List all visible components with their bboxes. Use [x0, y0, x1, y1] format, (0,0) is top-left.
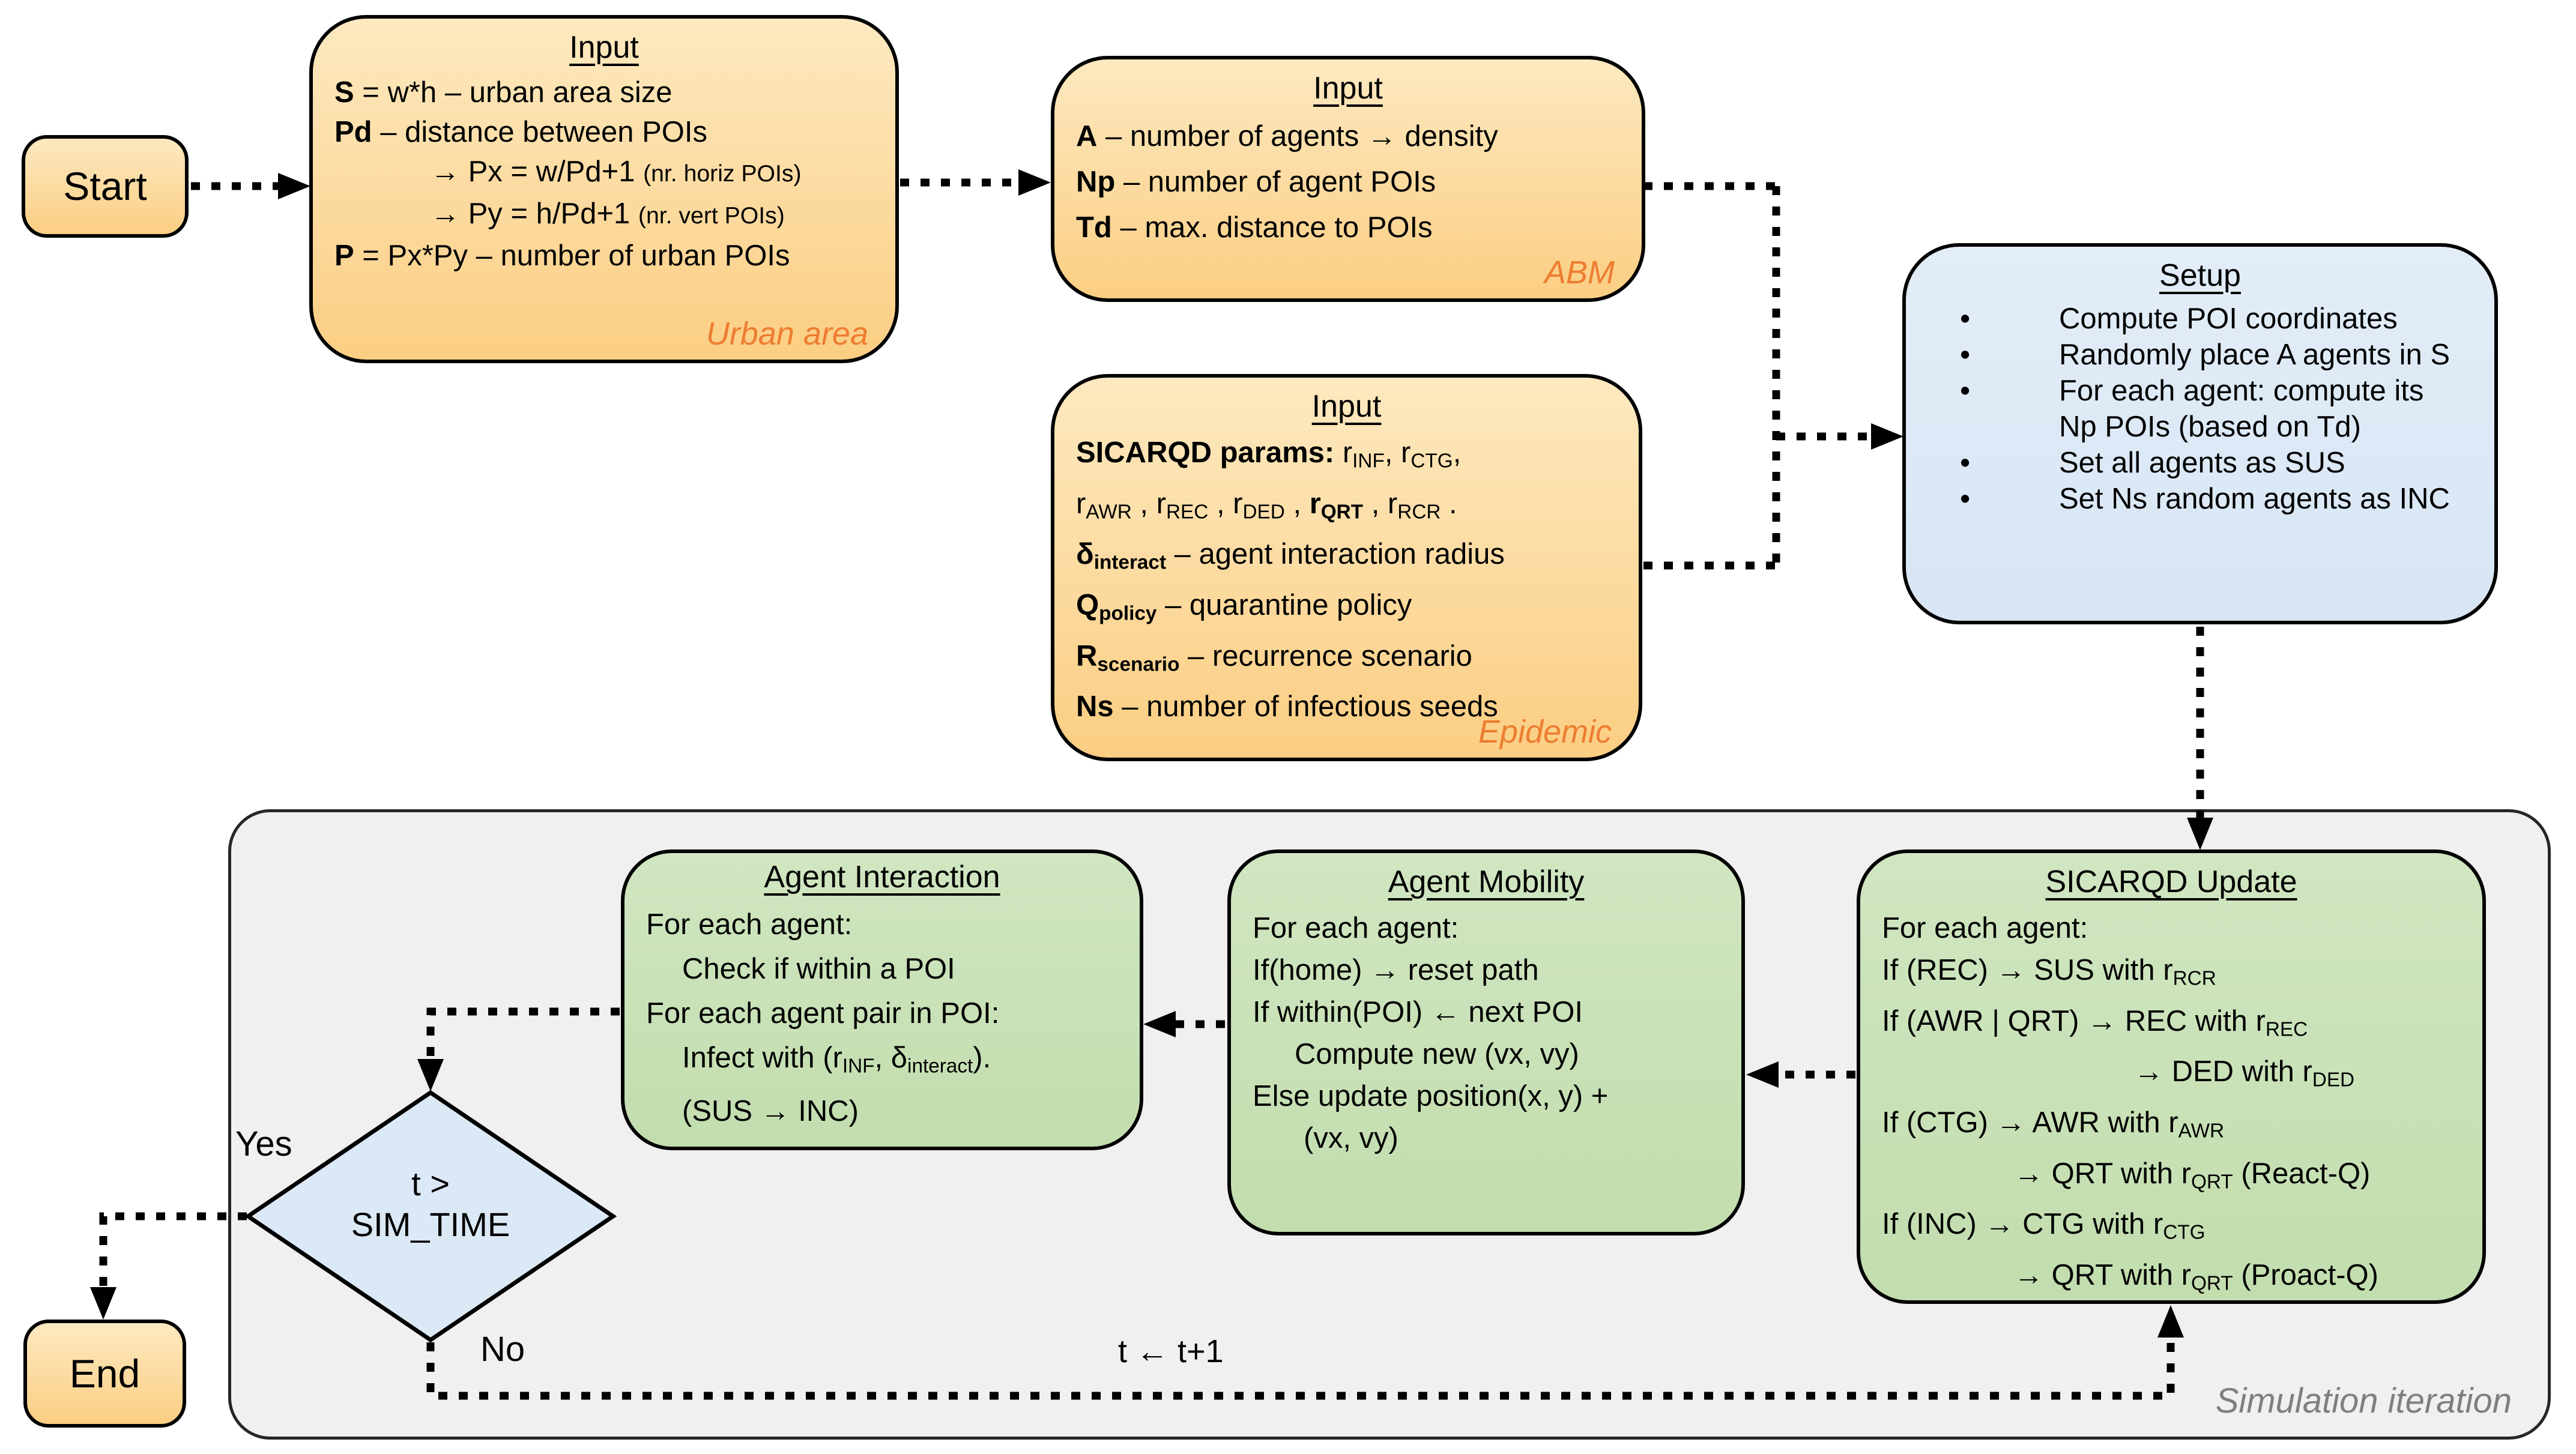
start-label: Start — [63, 164, 147, 208]
input-urban-area-title: Input — [569, 30, 639, 65]
agent-mobility-title: Agent Mobility — [1388, 864, 1585, 899]
text-line: •Set all agents as SUS — [1924, 445, 2480, 481]
end-label: End — [69, 1351, 141, 1396]
text-line: Ns – number of infectious seeds — [1076, 690, 1498, 723]
decision-no-label: No — [480, 1330, 525, 1369]
text-line: Np POIs (based on Td) — [2059, 411, 2361, 443]
start-node: Start — [22, 135, 189, 238]
text-line: Qpolicy – quarantine policy — [1076, 588, 1412, 625]
text-line: Pd – distance between POIs — [334, 116, 708, 148]
urban-area-tag: Urban area — [706, 316, 868, 352]
text-line: •Compute POI coordinates — [1924, 301, 2480, 337]
text-line: Np – number of agent POIs — [1076, 166, 1436, 198]
arrow-interaction-to-decision-line — [426, 1007, 620, 1060]
text-line: rAWR , rREC , rDED , rQRT , rRCR . — [1076, 487, 1457, 523]
input-urban-area-box: Input S = w*h – urban area size Pd – dist… — [309, 15, 899, 363]
agent-interaction-body: For each agent: Check if within a POI For … — [624, 902, 1140, 1133]
text-line: Check if within a POI — [682, 953, 955, 985]
text-line: δinteract – agent interaction radius — [1076, 538, 1505, 574]
text-line: If(home) → reset path — [1253, 954, 1539, 986]
text-line: → DED with rDED — [2134, 1055, 2355, 1091]
decision-text: t > SIM_TIME — [248, 1163, 613, 1245]
text-line: For each agent: — [646, 908, 853, 941]
decision-diamond — [244, 1090, 617, 1343]
decision-yes-label: Yes — [235, 1124, 292, 1163]
input-abm-title: Input — [1313, 71, 1383, 106]
text-line: (vx, vy) — [1304, 1122, 1398, 1154]
arrowhead-into-decision — [417, 1059, 444, 1091]
text-line: Infect with (rINF, δinteract). — [682, 1042, 991, 1078]
setup-box: Setup •Compute POI coordinates•Randomly … — [1902, 243, 2498, 624]
sicarqd-update-title: SICARQD Update — [2045, 864, 2297, 899]
bullet-glyph: • — [1960, 447, 1971, 479]
input-urban-area-body: S = w*h – urban area size Pd – distance b… — [313, 73, 895, 276]
text-line: •Randomly place A agents in S — [1924, 337, 2480, 373]
arrowhead-into-sicarqd-bottom — [2157, 1305, 2184, 1338]
text-line: •For each agent: compute its — [1924, 373, 2480, 409]
arrowhead-into-urban — [278, 173, 310, 199]
text-line: (SUS → INC) — [682, 1094, 859, 1127]
time-increment-label: t ← t+1 — [1118, 1333, 1224, 1369]
bullet-glyph: • — [1960, 483, 1971, 515]
input-epidemic-title: Input — [1311, 389, 1382, 424]
arrow-decision-yes-line — [99, 1212, 247, 1288]
agent-mobility-box: Agent Mobility For each agent: If(home) →… — [1227, 849, 1745, 1235]
sicarqd-update-box: SICARQD Update For each agent: If (REC) →… — [1857, 849, 2486, 1304]
text-line: If (REC) → SUS with rRCR — [1882, 954, 2216, 990]
arrowhead-into-end — [90, 1287, 116, 1320]
text-line: If (INC) → CTG with rCTG — [1882, 1208, 2206, 1244]
bullet-glyph: • — [1960, 339, 1971, 371]
text-line: Else update position(x, y) + — [1253, 1080, 1609, 1112]
input-epidemic-box: Input SICARQD params: rINF, rCTG, rAWR , … — [1051, 374, 1642, 761]
text-line: For each agent: — [1882, 912, 2088, 944]
text-line: P = Px*Py – number of urban POIs — [334, 240, 790, 272]
decision-line1: t > — [411, 1165, 450, 1202]
input-abm-body: A – number of agents → density Np – numbe… — [1054, 113, 1642, 250]
sicarqd-update-body: For each agent: If (REC) → SUS with rRCR I… — [1860, 907, 2482, 1305]
text-line: Rscenario – recurrence scenario — [1076, 639, 1472, 676]
epidemic-tag: Epidemic — [1478, 714, 1612, 750]
text-line: If (AWR | QRT) → REC with rREC — [1882, 1004, 2308, 1041]
arrowhead-into-sicarqd-top — [2187, 818, 2213, 850]
bullet-glyph: • — [1960, 375, 1971, 407]
text-line: If within(POI) ← next POI — [1253, 996, 1583, 1028]
text-line: → QRT with rQRT (Proact-Q) — [2014, 1258, 2378, 1295]
text-line: SICARQD params: rINF, rCTG, — [1076, 436, 1462, 472]
arrowhead-into-mobility — [1746, 1061, 1779, 1088]
text-line: → Py = h/Pd+1 (nr. vert POIs) — [431, 198, 785, 230]
bullet-glyph: • — [1960, 303, 1971, 335]
arrow-decision-no-line — [426, 1338, 2175, 1400]
input-abm-box: Input A – number of agents → density Np –… — [1051, 56, 1645, 302]
input-epidemic-body: SICARQD params: rINF, rCTG, rAWR , rREC ,… — [1054, 432, 1639, 728]
agent-mobility-body: For each agent: If(home) → reset path If w… — [1231, 907, 1741, 1159]
text-line: → QRT with rQRT (React-Q) — [2014, 1157, 2371, 1193]
text-line: Td – max. distance to POIs — [1076, 211, 1433, 244]
text-line: For each agent: — [1253, 912, 1459, 944]
arrowhead-into-abm — [1018, 169, 1051, 196]
text-line: S = w*h – urban area size — [334, 76, 673, 109]
decision-line2: SIM_TIME — [351, 1205, 510, 1243]
text-line: For each agent pair in POI: — [646, 997, 1000, 1030]
agent-interaction-box: Agent Interaction For each agent: Check i… — [621, 849, 1143, 1150]
text-line: → Px = w/Pd+1 (nr. horiz POIs) — [431, 155, 802, 188]
arrowhead-into-interaction — [1143, 1011, 1176, 1037]
text-line: Compute new (vx, vy) — [1295, 1038, 1579, 1070]
simulation-iteration-label: Simulation iteration — [2215, 1381, 2512, 1420]
text-line: A – number of agents → density — [1076, 120, 1498, 152]
setup-title: Setup — [2159, 258, 2241, 293]
end-node: End — [23, 1320, 186, 1428]
text-line: •Set Ns random agents as INC — [1924, 481, 2480, 517]
text-line: If (CTG) → AWR with rAWR — [1882, 1106, 2225, 1142]
arrowhead-into-setup — [1871, 423, 1903, 450]
agent-interaction-title: Agent Interaction — [764, 860, 1000, 894]
abm-tag: ABM — [1544, 255, 1615, 291]
setup-body: •Compute POI coordinates•Randomly place … — [1906, 301, 2494, 517]
